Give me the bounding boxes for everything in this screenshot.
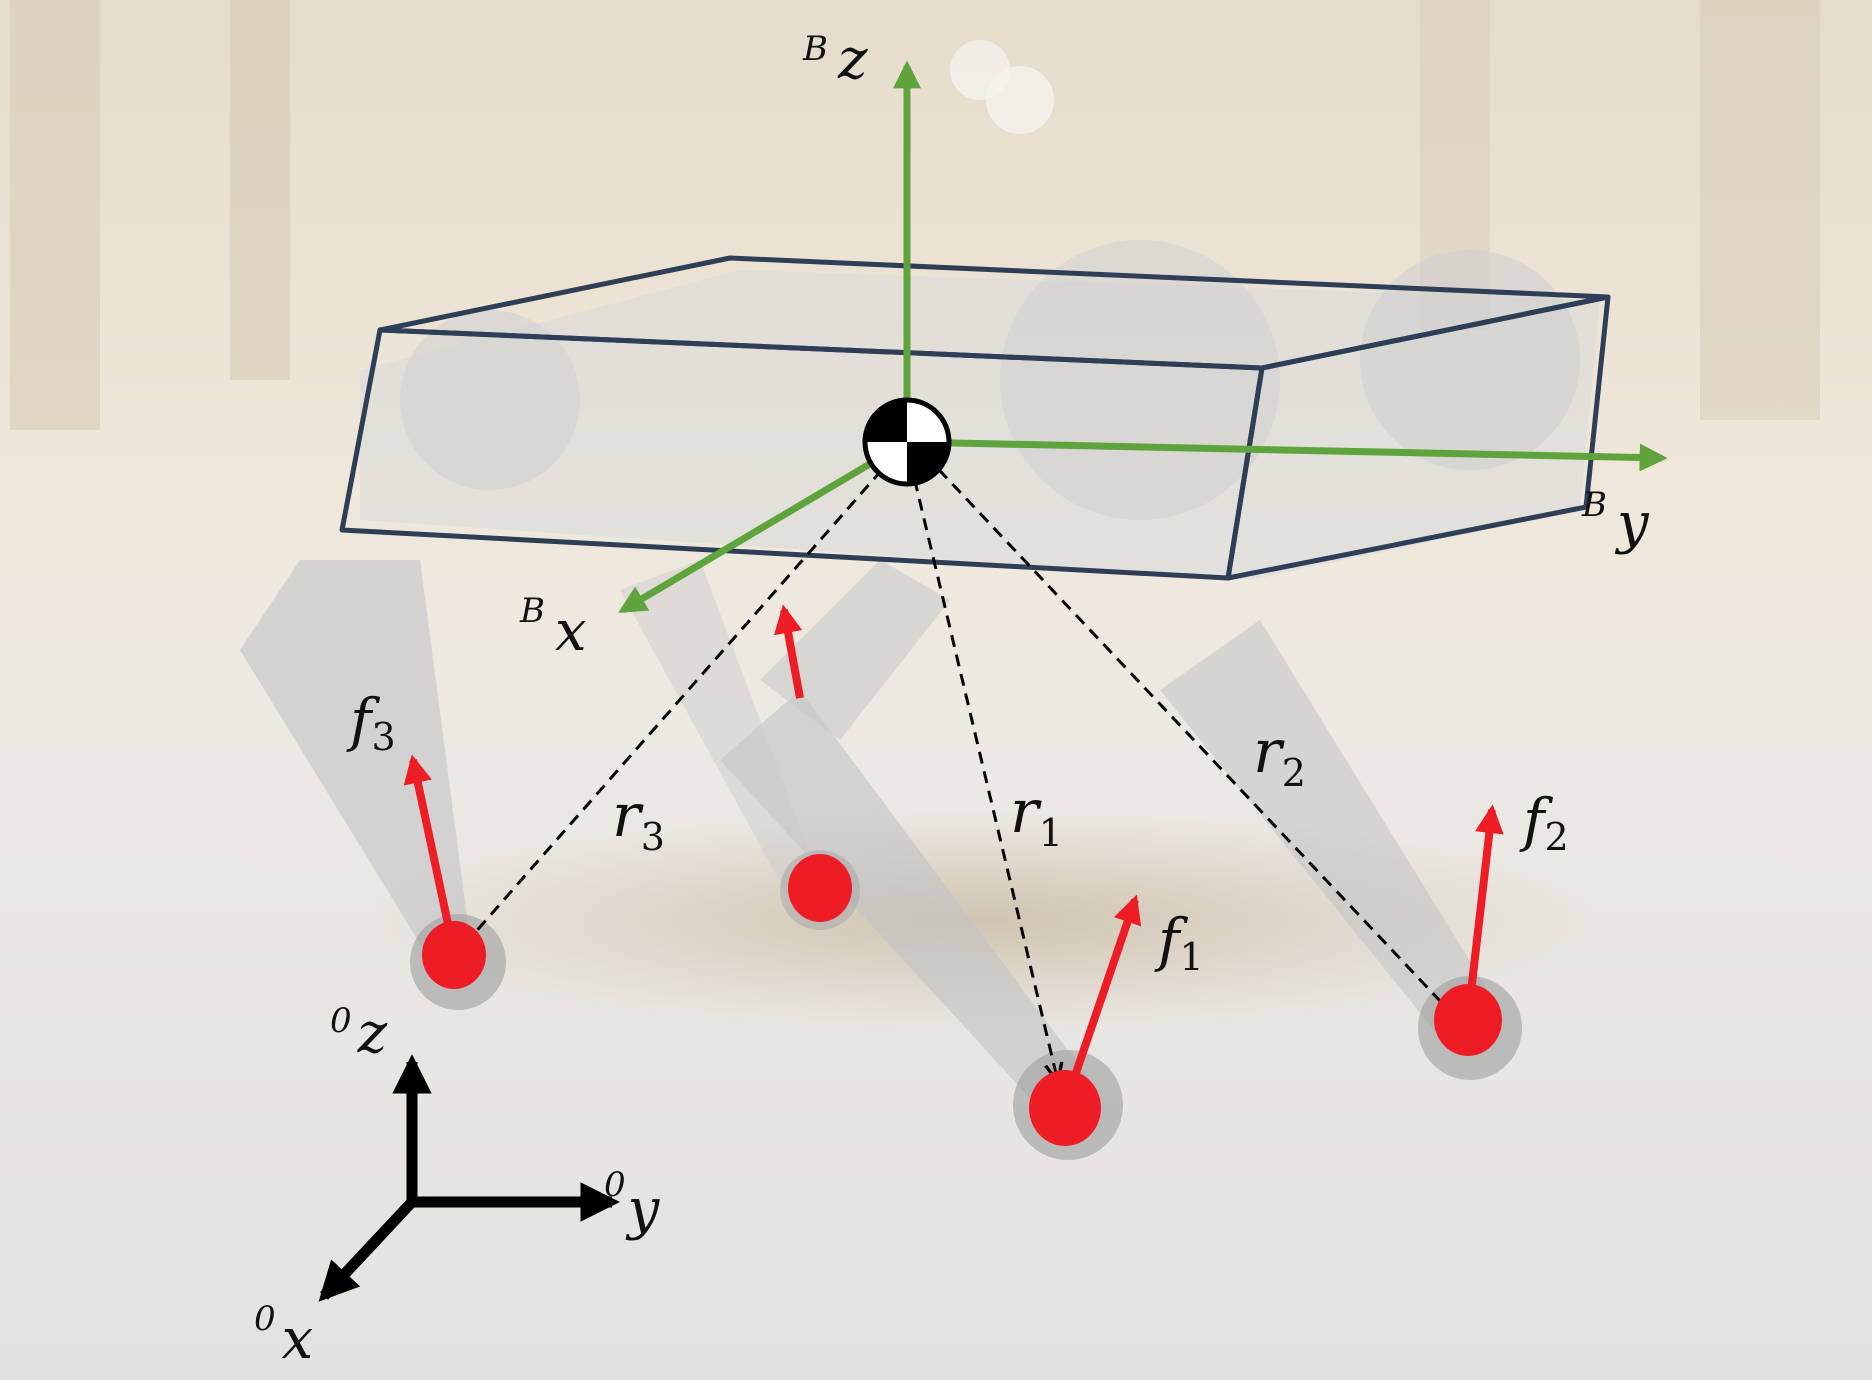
f2-label: f2 xyxy=(1519,786,1569,859)
center-of-mass-icon xyxy=(862,397,952,487)
f2-vector xyxy=(1464,804,1504,1019)
r1-vector xyxy=(908,459,1058,1082)
world-frame xyxy=(318,1054,620,1302)
r1-label: r1 xyxy=(1010,777,1063,855)
contact-point-3 xyxy=(422,921,486,989)
force-labels: f1 f2 f3 xyxy=(346,686,1569,979)
f3-vector xyxy=(403,754,458,953)
contact-points xyxy=(422,854,1502,1146)
r3-vector xyxy=(458,454,897,952)
body-y-axis xyxy=(906,438,1668,472)
contact-point-4 xyxy=(788,854,852,922)
force-vectors xyxy=(403,604,1504,1107)
body-frame xyxy=(618,60,1668,614)
contact-point-1 xyxy=(1029,1070,1101,1146)
world-x-axis xyxy=(318,1198,417,1302)
body-bounding-box xyxy=(339,255,1611,581)
f1-vector xyxy=(1061,894,1142,1107)
position-labels: r1 r2 r3 xyxy=(612,717,1306,859)
body-x-axis xyxy=(618,438,909,614)
world-y-label: 0y xyxy=(604,1165,661,1242)
f4-vector xyxy=(773,604,804,699)
r2-vector xyxy=(923,453,1458,1020)
r3-label: r3 xyxy=(612,781,665,859)
contact-point-2 xyxy=(1434,984,1502,1056)
position-vectors xyxy=(458,453,1458,1082)
r2-label: r2 xyxy=(1253,717,1306,795)
